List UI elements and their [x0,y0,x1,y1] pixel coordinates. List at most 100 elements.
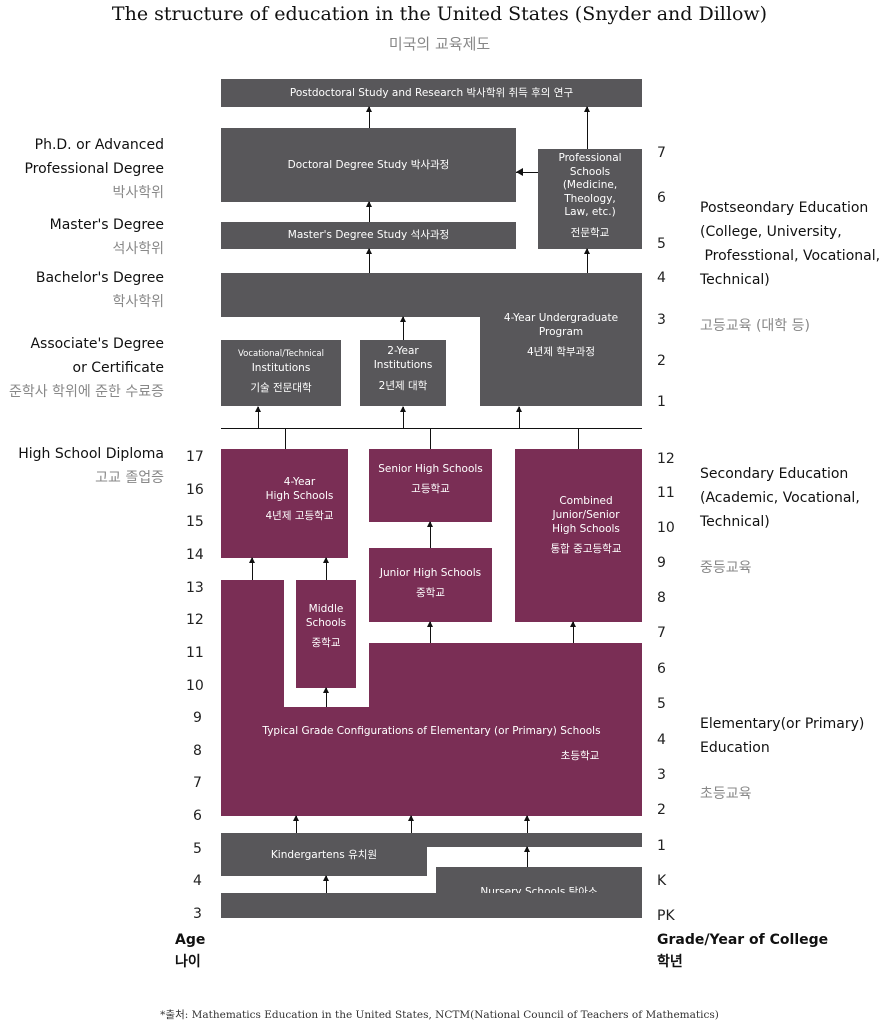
grade-11: 11 [657,485,675,501]
nursery-box-bottom [221,893,642,918]
junior-hs-box: Junior High Schools 중학교 [369,548,492,622]
vocational-label: Vocational/Technical Institutions 기술 전문대… [238,349,324,394]
grade-8: 8 [657,590,666,606]
masters-box: Master's Degree Study 석사과정 [221,222,516,249]
diploma-line [221,428,642,429]
grade-9: 9 [657,555,666,571]
middle-schools-box: Middle Schools 중학교 [296,580,356,688]
undergrad-label: 4-Year Undergraduate Program 4년제 학부과정 [503,312,619,358]
age-tick-13: 13 [186,580,204,596]
age-tick-6: 6 [193,808,202,824]
undergrad-box: 4-Year Undergraduate Program 4년제 학부과정 [480,312,642,406]
grade-pk: PK [657,908,675,924]
age-tick-4: 4 [193,873,202,889]
college-year-3: 3 [657,312,666,328]
college-year-7: 7 [657,145,666,161]
arrow-twoyear-bachelor [400,316,406,340]
label-high-school-diploma: High School Diploma 고교 졸업증 [18,446,164,486]
arrow-bachelor-professional [584,248,590,273]
grade-2: 2 [657,802,666,818]
age-tick-16: 16 [186,482,204,498]
college-year-1: 1 [657,394,666,410]
four-year-hs-label: 4-Year High Schools 4년제 고등학교 [265,476,334,522]
professional-schools-box: Professional Schools (Medicine, Theology… [538,149,642,249]
grade-k: K [657,873,667,889]
arrow-doctoral-postdoc [366,106,372,128]
label-masters: Master's Degree 석사학위 [49,217,164,257]
arrow-masters-doctoral [366,201,372,222]
grade-6: 6 [657,661,666,677]
professional-to-doctoral-arrowhead [516,168,523,176]
label-elementary: Elementary(or Primary) Education 초등교육 [700,716,865,802]
age-tick-11: 11 [186,645,204,661]
arrow-nursery-kinder [323,875,329,893]
college-year-6: 6 [657,190,666,206]
junior-hs-label: Junior High Schools 중학교 [379,567,482,599]
arrow-to-vocational [255,406,261,428]
postdoc-label: Postdoctoral Study and Research 박사학위 취득 … [289,87,574,99]
arrow-to-twoyear [400,406,406,428]
age-tick-15: 15 [186,514,204,530]
source-footnote: *출처: Mathematics Education in the United… [160,1009,719,1021]
page-subtitle: 미국의 교육제도 [388,35,491,53]
doctoral-label: Doctoral Degree Study 박사과정 [287,159,450,171]
college-year-2: 2 [657,353,666,369]
age-tick-5: 5 [193,841,202,857]
page-title: The structure of education in the United… [111,3,768,25]
grade-3: 3 [657,767,666,783]
age-title: Age 나이 [175,932,206,970]
arrow-nursery-kinder-right [524,846,530,867]
senior-hs-label: Senior High Schools 고등학교 [378,463,483,495]
grade-4: 4 [657,732,666,748]
vocational-box: Vocational/Technical Institutions 기술 전문대… [221,340,341,406]
middle-schools-label: Middle Schools 중학교 [305,603,347,649]
age-tick-17: 17 [186,449,204,465]
arrow-elem-to-hs4 [249,557,255,580]
arrow-to-undergrad [516,406,522,428]
label-secondary: Secondary Education (Academic, Vocationa… [700,466,860,576]
age-tick-7: 7 [193,775,202,791]
arrow-elem-to-middle [323,687,329,707]
combined-connector [578,428,579,449]
arrow-elem-to-combined [570,621,576,643]
undergrad-box-top [221,273,642,317]
doctoral-box: Doctoral Degree Study 박사과정 [221,128,516,202]
senior-hs-box: Senior High Schools 고등학교 [369,449,492,522]
age-tick-9: 9 [193,710,202,726]
two-year-label: 2-Year Institutions 2년제 대학 [373,345,433,392]
professional-schools-label: Professional Schools (Medicine, Theology… [558,152,622,239]
grade-title: Grade/Year of College 학년 [657,932,829,970]
kindergarten-box-top [221,833,642,847]
label-associate: Associate's Degree or Certificate 준학사 학위… [8,336,164,400]
college-year-5: 5 [657,236,666,252]
kindergarten-box: Kindergartens 유치원 [221,846,427,876]
kindergarten-label: Kindergartens 유치원 [270,849,378,861]
arrow-bachelor-masters [366,248,372,273]
arrow-elem-to-junior [427,621,433,643]
elementary-box-right [369,643,642,713]
grade-10: 10 [657,520,675,536]
postdoc-box: Postdoctoral Study and Research 박사학위 취득 … [221,79,642,107]
college-year-4: 4 [657,270,666,286]
arrow-kinder-elem-3 [524,815,530,833]
grade-5: 5 [657,696,666,712]
age-tick-10: 10 [186,678,204,694]
elementary-box-bottom [221,707,642,816]
combined-hs-label: Combined Junior/Senior High Schools 통합 중… [550,495,622,555]
elementary-label: Typical Grade Configurations of Elementa… [262,725,601,737]
grade-12: 12 [657,451,675,467]
age-tick-3: 3 [193,906,202,922]
arrow-junior-to-senior [427,521,433,548]
hs4-connector [285,428,286,449]
masters-label: Master's Degree Study 석사과정 [287,229,450,241]
age-tick-14: 14 [186,547,204,563]
grade-1: 1 [657,838,666,854]
arrow-kinder-elem-2 [408,815,414,833]
arrow-middle-to-hs4 [323,557,329,580]
age-tick-8: 8 [193,743,202,759]
arrow-kinder-elem-1 [293,815,299,833]
two-year-box: 2-Year Institutions 2년제 대학 [360,340,446,406]
senior-connector [430,428,431,449]
arrow-professional-postdoc [584,106,590,149]
grade-7: 7 [657,625,666,641]
